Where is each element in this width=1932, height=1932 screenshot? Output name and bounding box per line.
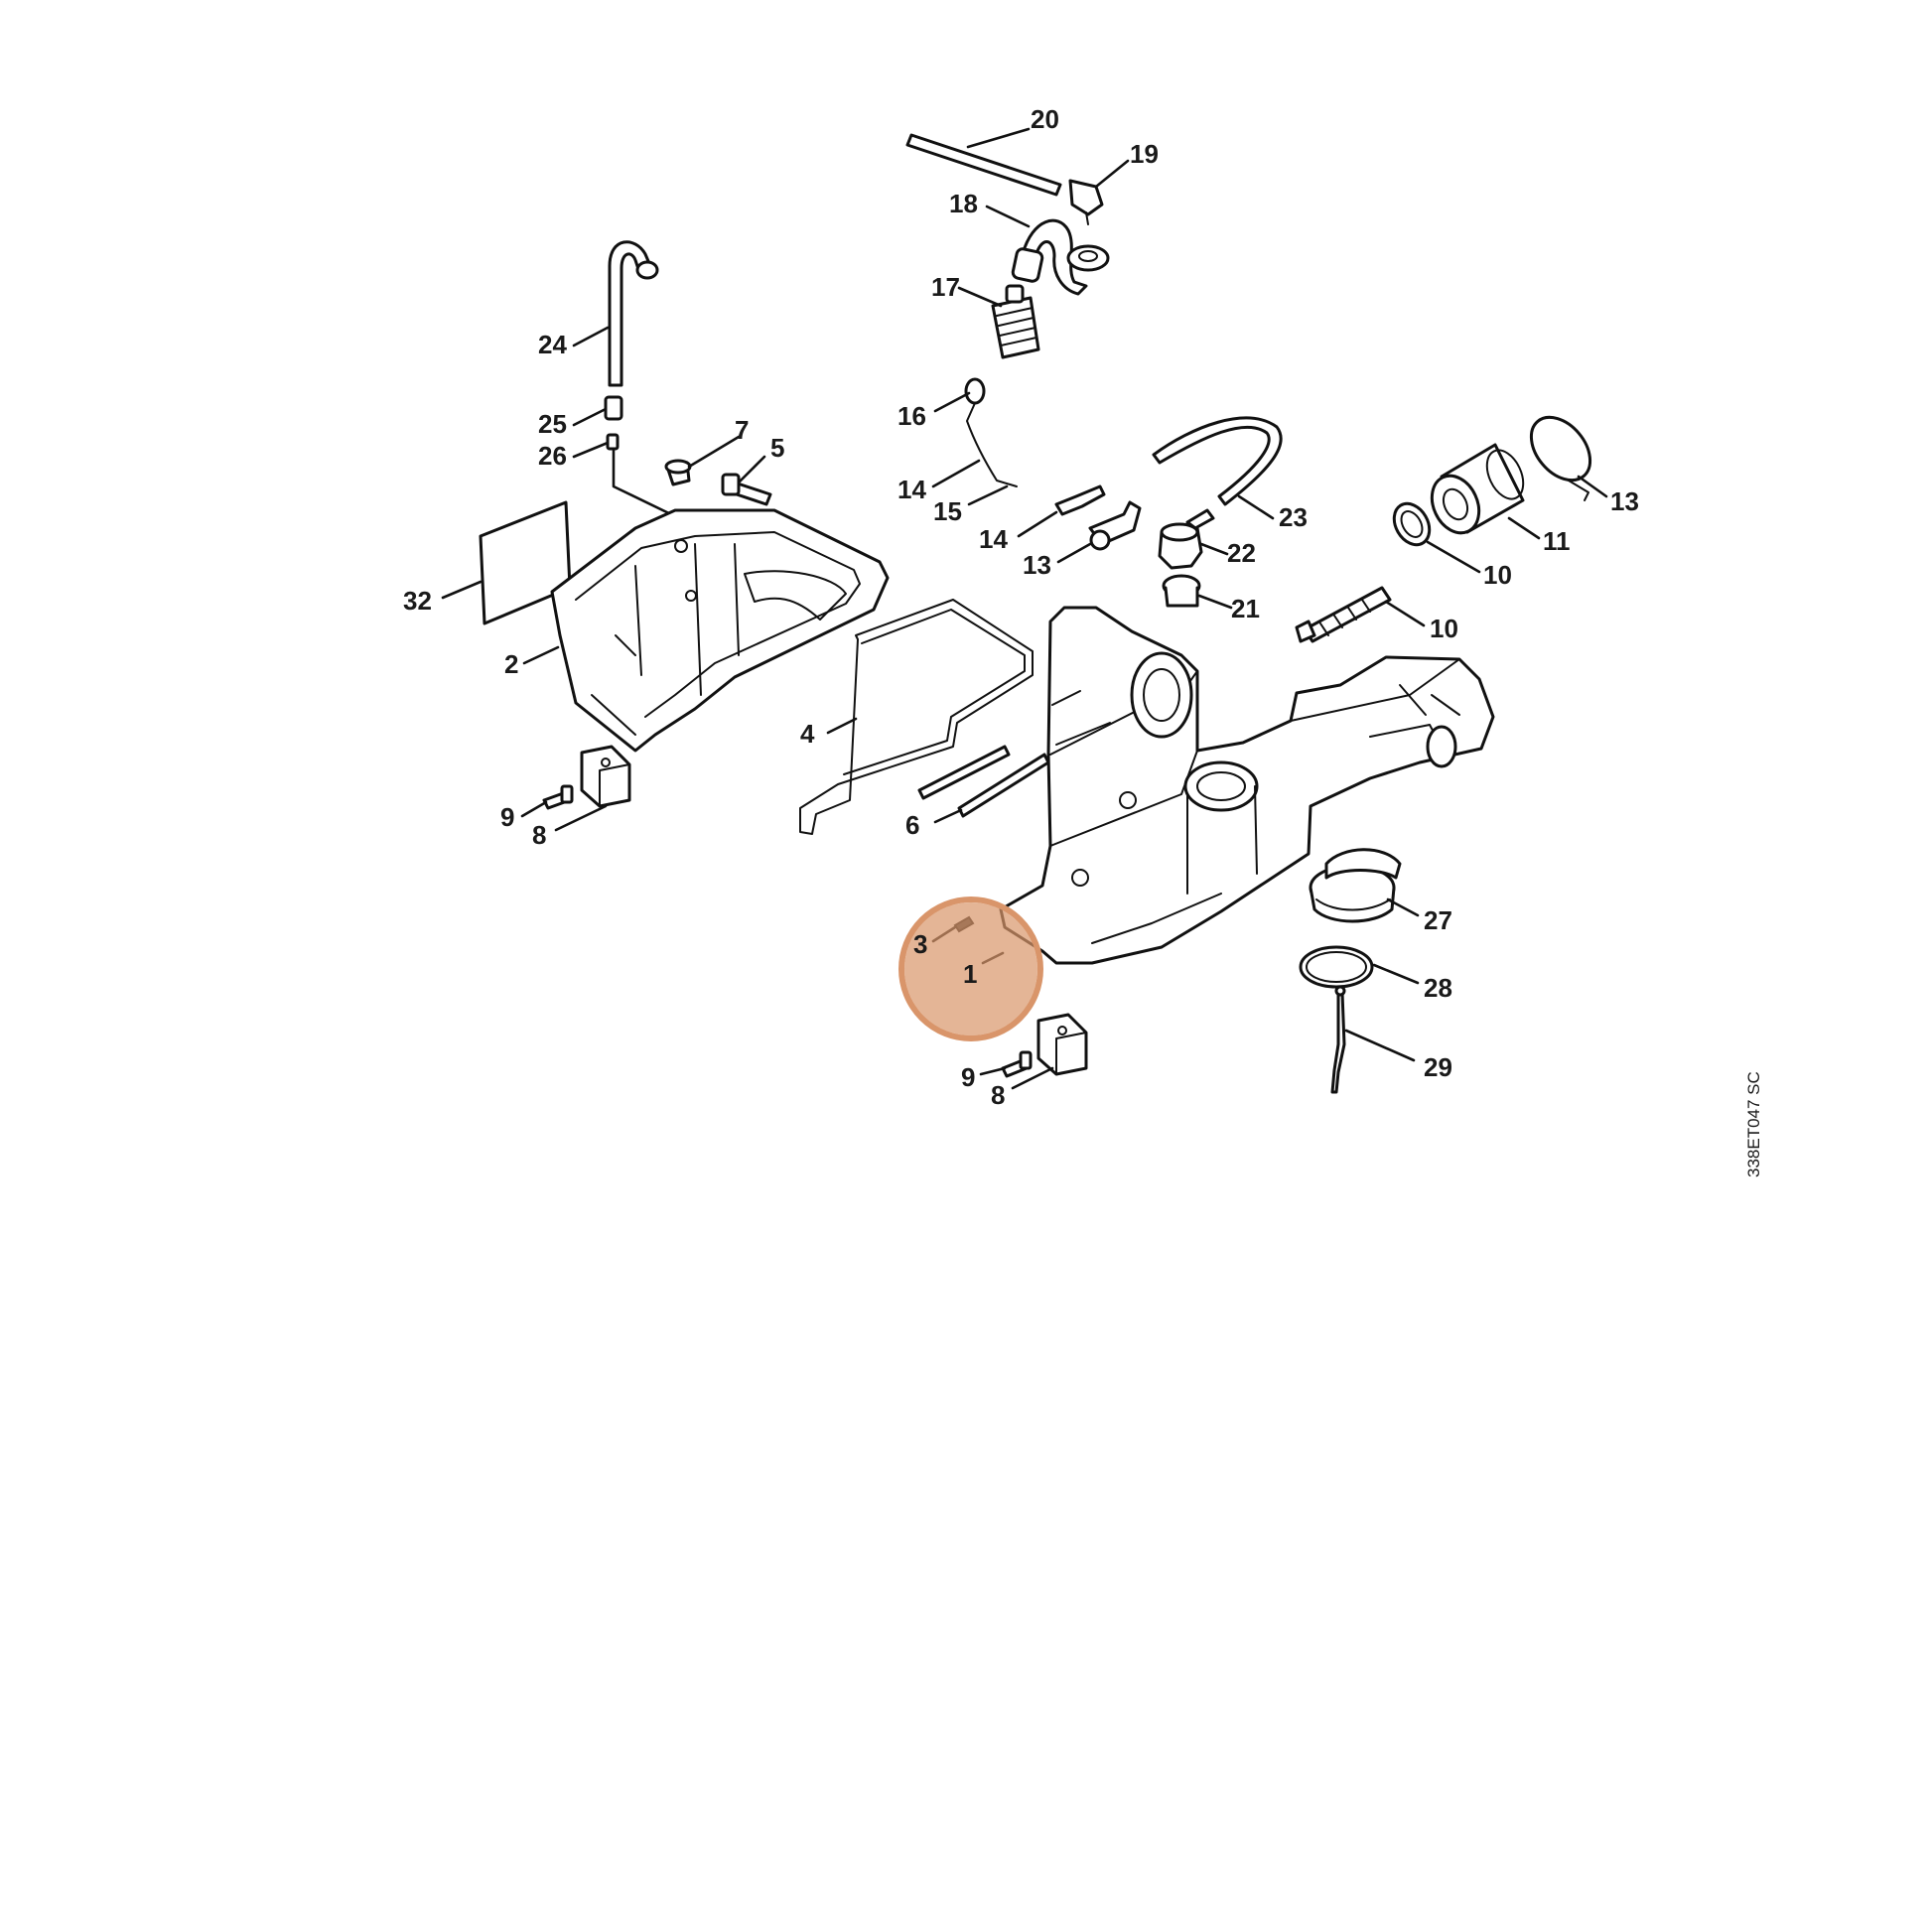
callout-12: 11 xyxy=(1543,526,1571,556)
part-31-rod xyxy=(1330,985,1346,1094)
callout-9-left: 9 xyxy=(500,802,514,832)
part-8-buffer-left xyxy=(580,745,631,808)
part-23-grommet xyxy=(1162,574,1201,608)
part-5-screw xyxy=(721,473,772,506)
part-21-elbow-fitting xyxy=(1068,179,1104,225)
part-18-16-cable xyxy=(964,377,1018,487)
part-1-crankcase xyxy=(999,606,1495,965)
callout-2: 2 xyxy=(504,649,518,679)
callout-16: 14 xyxy=(897,475,926,504)
callout-8-bottom: 8 xyxy=(991,1080,1005,1110)
callout-32: 32 xyxy=(403,586,432,616)
part-11-ring xyxy=(1392,501,1432,547)
part-15-lever xyxy=(1088,500,1142,551)
part-14-spring xyxy=(1054,484,1106,516)
callout-14: 14 xyxy=(979,524,1008,554)
part-12-intake-flange xyxy=(1430,443,1525,535)
part-20-fuel-hose xyxy=(1011,218,1110,296)
callout-6: 6 xyxy=(905,810,919,840)
callout-18: 16 xyxy=(897,401,926,431)
part-13-clamp xyxy=(1529,415,1592,501)
callout-28: 26 xyxy=(538,441,567,471)
callout-24: 22 xyxy=(1227,538,1256,568)
part-22-tube xyxy=(905,133,1062,197)
callout-23: 21 xyxy=(1231,594,1260,623)
callout-15: 13 xyxy=(1023,550,1051,580)
callout-labels: 20 19 18 17 24 25 26 7 5 32 2 4 6 9 8 16… xyxy=(403,104,1639,1110)
part-24-fitting xyxy=(1158,508,1215,570)
drawing-code: 338ET047 SC xyxy=(1744,1071,1763,1177)
part-9-screw-left xyxy=(542,784,574,810)
part-2-housing xyxy=(550,508,890,753)
callout-11: 10 xyxy=(1483,560,1512,590)
callout-20: 18 xyxy=(949,189,978,218)
part-7-plug xyxy=(664,459,692,486)
part-30-o-ring xyxy=(1299,945,1374,989)
callout-31: 29 xyxy=(1424,1052,1452,1082)
callout-22: 20 xyxy=(1031,104,1059,134)
highlight-circle xyxy=(898,897,1043,1041)
part-19-fuel-filter xyxy=(991,284,1040,359)
part-26-pickup-line xyxy=(608,240,659,387)
callout-1: 1 xyxy=(963,959,977,989)
part-6-studs xyxy=(917,745,1050,818)
callout-27: 25 xyxy=(538,409,567,439)
callout-29: 27 xyxy=(1424,905,1452,935)
part-9-screw-bottom xyxy=(1001,1050,1033,1078)
callout-25: 23 xyxy=(1279,502,1308,532)
callout-4: 4 xyxy=(800,719,815,749)
part-4-gasket xyxy=(799,599,1034,835)
part-25-hose xyxy=(1152,416,1283,506)
part-8-buffer-bottom xyxy=(1036,1013,1088,1076)
callout-10: 10 xyxy=(1430,614,1458,643)
part-27-fitting xyxy=(604,395,623,421)
callout-3: 3 xyxy=(913,929,927,959)
callout-17: 15 xyxy=(933,496,962,526)
callout-21: 19 xyxy=(1130,139,1159,169)
callout-19: 17 xyxy=(931,272,960,302)
part-29-oil-cap xyxy=(1309,848,1402,923)
callout-8-left: 8 xyxy=(532,820,546,850)
part-28-pin xyxy=(606,433,620,451)
part-10-worm-screw xyxy=(1295,586,1392,643)
callout-7: 7 xyxy=(735,415,749,445)
callout-30: 28 xyxy=(1424,973,1452,1003)
highlight-fill xyxy=(904,902,1037,1035)
callout-13: 13 xyxy=(1610,486,1639,516)
callout-9-bottom: 9 xyxy=(961,1062,975,1092)
callout-5: 5 xyxy=(770,433,784,463)
callout-26: 24 xyxy=(538,330,567,359)
